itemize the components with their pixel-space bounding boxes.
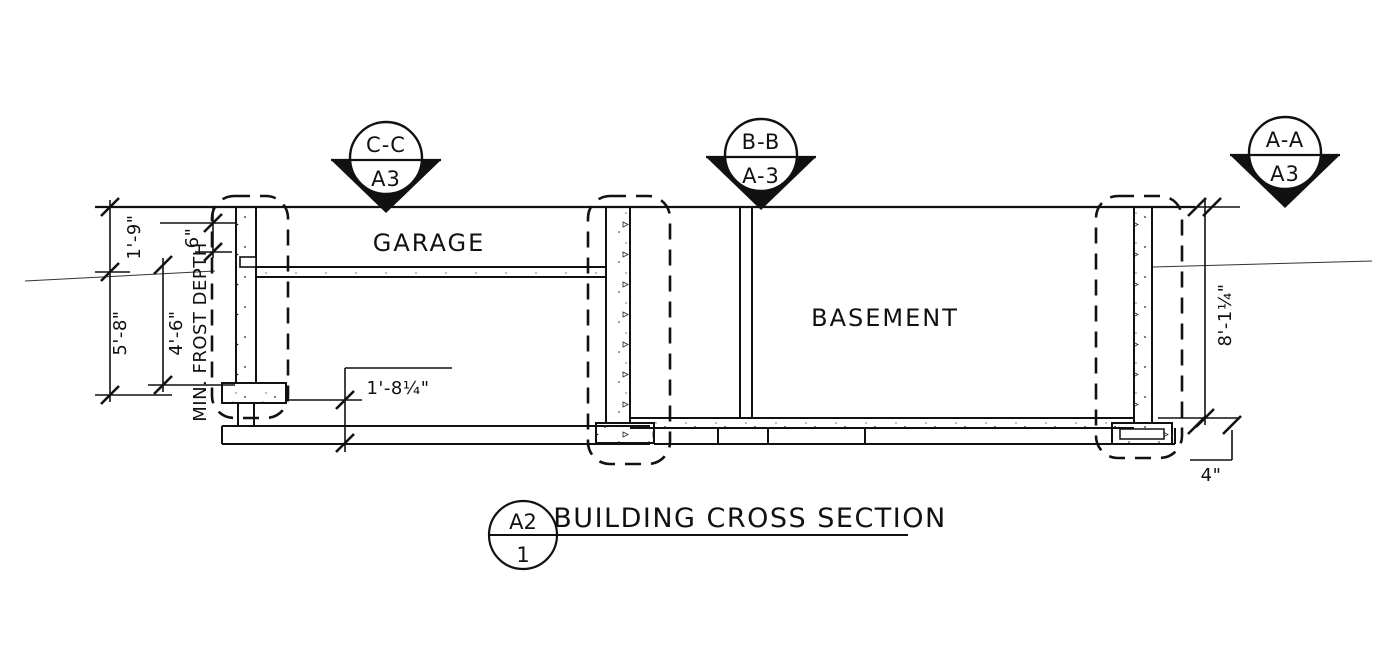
dim-label-1-8-quarter: 1'-8¼" (366, 378, 429, 399)
dim-label-6in: 6" (182, 228, 203, 249)
section-letter: C-C (366, 133, 406, 157)
wall-section-dashed-outline (210, 194, 290, 420)
concrete-stem-wall (235, 206, 257, 384)
detail-sheet-number: A2 (509, 510, 537, 534)
section-marker-aa: A-A A3 (1230, 115, 1340, 208)
left-dimensions: 1'-9" 5'-8" 4'-6" MIN. FROST DEPTH 6" (95, 196, 235, 422)
center-foundation-wall (586, 194, 672, 466)
basement-label: BASEMENT (811, 304, 959, 332)
concrete-wall (605, 206, 631, 424)
section-letter: B-B (742, 130, 781, 154)
footing-key (1119, 428, 1165, 440)
section-marker-cc: C-C A3 (331, 120, 441, 213)
grade-line (24, 260, 1373, 282)
title-block: A2 1 BUILDING CROSS SECTION (487, 499, 946, 571)
section-sheet: A-3 (742, 164, 780, 188)
section-sheet: A3 (1270, 162, 1300, 186)
drawing-title: BUILDING CROSS SECTION (553, 503, 946, 534)
right-foundation-wall (1094, 194, 1184, 460)
right-dimensions: 8'-1¼" 4" (1158, 196, 1243, 486)
footing-offset-dimension: 1'-8¼" (286, 367, 452, 454)
wall-footing (595, 422, 655, 444)
foundation-base-band (221, 425, 1176, 445)
concrete-wall (1133, 206, 1153, 424)
slab-ledge (239, 256, 257, 268)
basement-slab (630, 417, 1134, 429)
section-sheet: A3 (371, 167, 401, 191)
left-foundation-wall (210, 194, 290, 426)
dim-label-1-9: 1'-9" (124, 214, 145, 259)
wall-section-dashed-outline (1094, 194, 1184, 460)
detail-number: 1 (516, 543, 529, 567)
dim-label-5-8: 5'-8" (110, 310, 131, 355)
wall-footing (221, 382, 287, 404)
dim-label-4in: 4" (1201, 465, 1222, 486)
dim-label-4-6: 4'-6" (166, 310, 187, 355)
section-letter: A-A (1266, 128, 1304, 152)
dim-label-8-1-quarter: 8'-1¼" (1215, 283, 1236, 346)
interior-wall (739, 207, 753, 418)
garage-slab (256, 266, 606, 278)
garage-label: GARAGE (373, 229, 485, 257)
wall-section-dashed-outline (586, 194, 672, 466)
section-marker-bb: B-B A-3 (706, 117, 816, 210)
frost-depth-note: MIN. FROST DEPTH (190, 242, 211, 422)
